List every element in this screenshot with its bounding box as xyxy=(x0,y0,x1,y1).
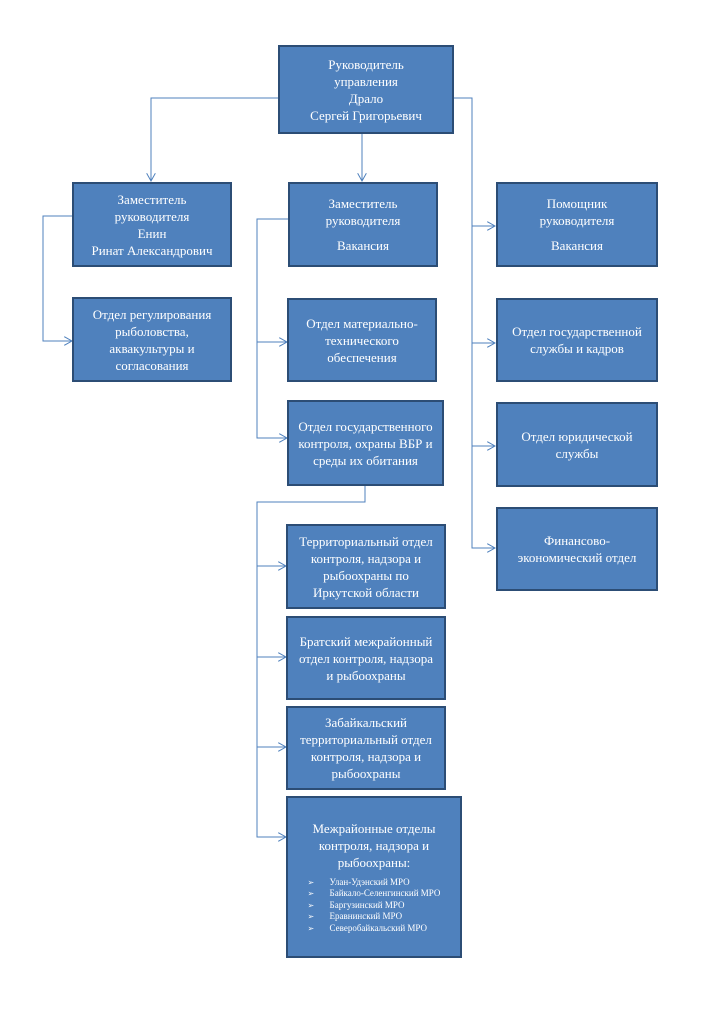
interdistrict-line: рыбоохраны: xyxy=(337,854,411,870)
interdistrict-line: контроля, надзора и xyxy=(318,837,430,853)
assistant-box: Помощник руководителя Вакансия xyxy=(496,182,658,267)
dept-legal-line: службы xyxy=(555,445,599,461)
arrow-bullet-icon: ➢ xyxy=(307,912,315,922)
list-item-label: Улан-Удэнский МРО xyxy=(329,876,410,887)
terr-irkutsk-line: контроля, надзора и xyxy=(310,550,422,566)
dept-civil-service-line: Отдел государственной xyxy=(512,324,642,339)
zabaikal-line: Забайкальский xyxy=(324,715,408,730)
list-item-label: Еравнинский МРО xyxy=(329,911,403,922)
connector-head-assistant xyxy=(454,97,495,226)
deputy1-line: Енин xyxy=(137,225,167,241)
dept-logistics-line: технического xyxy=(325,332,399,348)
deputy2-line: Заместитель xyxy=(328,196,398,211)
connector-deputy1-fishery xyxy=(42,215,72,341)
list-item-label: Северобайкальский МРО xyxy=(329,922,428,933)
dept-finance-box: Финансово- экономический отдел xyxy=(496,507,658,591)
assistant-status: Вакансия xyxy=(551,238,603,253)
interdistrict-line: Межрайонные отделы xyxy=(312,820,436,836)
list-item-label: Байкало-Селенгинский МРО xyxy=(329,888,441,899)
dept-legal-box: Отдел юридической службы xyxy=(496,402,658,487)
list-item: ➢ Улан-Удэнский МРО xyxy=(308,877,441,889)
bratsk-box: Братский межрайонный отдел контроля, над… xyxy=(286,616,446,700)
arrow-bullet-icon: ➢ xyxy=(307,889,315,899)
connector-statecontrol-zabaikal xyxy=(256,657,286,747)
interdistrict-list: ➢ Улан-Удэнский МРО ➢ Байкало-Селенгинский… xyxy=(308,877,441,935)
dept-logistics-box: Отдел материально- технического обеспече… xyxy=(287,298,437,382)
dept-fishery-line: согласования xyxy=(115,357,189,373)
connector-deputy2-logistics xyxy=(256,218,288,342)
deputy1-line: Ринат Александрович xyxy=(91,242,213,258)
terr-irkutsk-line: рыбоохраны по xyxy=(323,567,409,583)
deputy1-line: Заместитель xyxy=(117,191,187,207)
head-line: Драло xyxy=(348,90,384,106)
deputy1-box: Заместитель руководителя Енин Ринат Алек… xyxy=(72,182,232,267)
dept-finance-line: Финансово- xyxy=(543,533,611,548)
arrow-bullet-icon: ➢ xyxy=(307,923,315,933)
dept-fishery-box: Отдел регулирования рыболовства, аквакул… xyxy=(72,297,232,382)
dept-state-control-line: контроля, охраны ВБР и xyxy=(298,435,433,451)
list-item: ➢ Байкало-Селенгинский МРО xyxy=(308,888,441,900)
connector-assistant-legal xyxy=(471,343,495,446)
dept-civil-service-line: службы и кадров xyxy=(530,341,624,356)
zabaikal-line: контроля, надзора и xyxy=(310,749,422,764)
bratsk-line: и рыбоохраны xyxy=(326,667,406,683)
dept-fishery-line: аквакультуры и xyxy=(109,340,195,356)
connector-statecontrol-interdistrict xyxy=(256,747,286,837)
dept-fishery-line: Отдел регулирования xyxy=(92,306,212,322)
connector-statecontrol-irkutsk xyxy=(256,486,366,566)
head-line: Сергей Григорьевич xyxy=(310,107,422,123)
terr-irkutsk-line: Иркутской области xyxy=(313,584,419,600)
arrow-bullet-icon: ➢ xyxy=(307,877,315,887)
head-line: Руководитель xyxy=(328,56,404,72)
head-box: Руководитель управления Драло Сергей Гри… xyxy=(278,45,454,134)
connector-head-deputy1 xyxy=(151,97,278,181)
dept-civil-service-box: Отдел государственной службы и кадров xyxy=(496,298,658,382)
interdistrict-box: Межрайонные отделы контроля, надзора и р… xyxy=(286,796,462,958)
list-item: ➢ Баргузинский МРО xyxy=(308,900,441,912)
assistant-line: руководителя xyxy=(539,213,615,228)
list-item: ➢ Еравнинский МРО xyxy=(308,911,441,923)
assistant-line: Помощник xyxy=(546,196,608,211)
connector-deputy2-statecontrol xyxy=(256,342,287,438)
dept-state-control-box: Отдел государственного контроля, охраны … xyxy=(287,400,444,486)
dept-finance-line: экономический отдел xyxy=(517,550,637,565)
dept-state-control-line: Отдел государственного xyxy=(298,418,433,434)
terr-irkutsk-line: Территориальный отдел xyxy=(299,533,433,549)
connector-assistant-finance xyxy=(471,446,495,548)
deputy2-box: Заместитель руководителя Вакансия xyxy=(288,182,438,267)
list-item-label: Баргузинский МРО xyxy=(329,899,405,910)
deputy1-line: руководителя xyxy=(114,208,190,224)
deputy2-status: Вакансия xyxy=(337,238,389,253)
terr-irkutsk-box: Территориальный отдел контроля, надзора … xyxy=(286,524,446,609)
connector-statecontrol-bratsk xyxy=(256,566,286,657)
deputy2-line: руководителя xyxy=(325,213,401,228)
dept-legal-line: Отдел юридической xyxy=(521,428,633,444)
zabaikal-line: территориальный отдел xyxy=(300,732,432,747)
bratsk-line: Братский межрайонный xyxy=(299,633,433,649)
zabaikal-line: рыбоохраны xyxy=(331,766,401,781)
bratsk-line: отдел контроля, надзора xyxy=(298,650,434,666)
dept-logistics-line: Отдел материально- xyxy=(306,315,418,331)
connector-assistant-civil xyxy=(471,226,495,343)
head-line: управления xyxy=(334,73,398,89)
arrow-bullet-icon: ➢ xyxy=(307,900,315,910)
dept-logistics-line: обеспечения xyxy=(327,349,397,365)
dept-state-control-line: среды их обитания xyxy=(313,452,418,468)
list-item: ➢ Северобайкальский МРО xyxy=(308,923,441,935)
zabaikal-box: Забайкальский территориальный отдел конт… xyxy=(286,706,446,790)
dept-fishery-line: рыболовства, xyxy=(115,323,189,339)
